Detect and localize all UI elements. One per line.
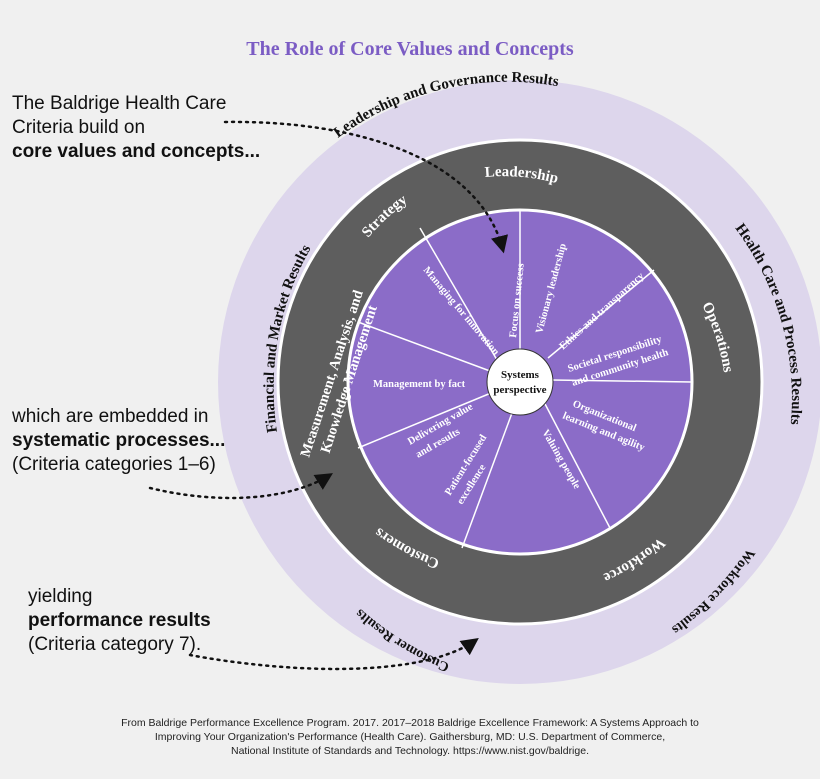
diagram-title: The Role of Core Values and Concepts xyxy=(246,38,574,60)
note-line-bold: systematic processes... xyxy=(12,430,226,451)
note-core-values: The Baldrige Health Care Criteria build … xyxy=(12,92,260,164)
note-line: Criteria build on xyxy=(12,117,146,138)
note-line: The Baldrige Health Care xyxy=(12,93,227,114)
core-value-management: Management by fact xyxy=(373,379,466,390)
note-processes: which are embedded in systematic process… xyxy=(12,405,225,477)
spokes xyxy=(357,210,693,549)
note-line: (Criteria categories 1–6) xyxy=(12,454,216,475)
arrow-core-values xyxy=(223,120,508,254)
note-line: (Criteria category 7). xyxy=(28,634,202,655)
note-line-bold: performance results xyxy=(28,610,211,631)
note-line: yielding xyxy=(28,586,93,607)
center-label: Systems xyxy=(501,369,540,381)
systems-center xyxy=(486,348,554,416)
arrow-processes xyxy=(148,473,333,500)
citation-line: National Institute of Standards and Tech… xyxy=(231,745,589,757)
citation-line: Improving Your Organization's Performanc… xyxy=(154,731,666,743)
center-label: perspective xyxy=(493,384,546,396)
note-results: yielding performance results (Criteria c… xyxy=(28,585,211,657)
note-line: which are embedded in xyxy=(12,406,209,427)
source-citation: From Baldrige Performance Excellence Pro… xyxy=(0,716,820,758)
arrow-results xyxy=(188,637,479,671)
citation-line: From Baldrige Performance Excellence Pro… xyxy=(121,717,699,729)
note-line-bold: core values and concepts... xyxy=(12,141,261,162)
middle-ring-border xyxy=(276,138,764,626)
